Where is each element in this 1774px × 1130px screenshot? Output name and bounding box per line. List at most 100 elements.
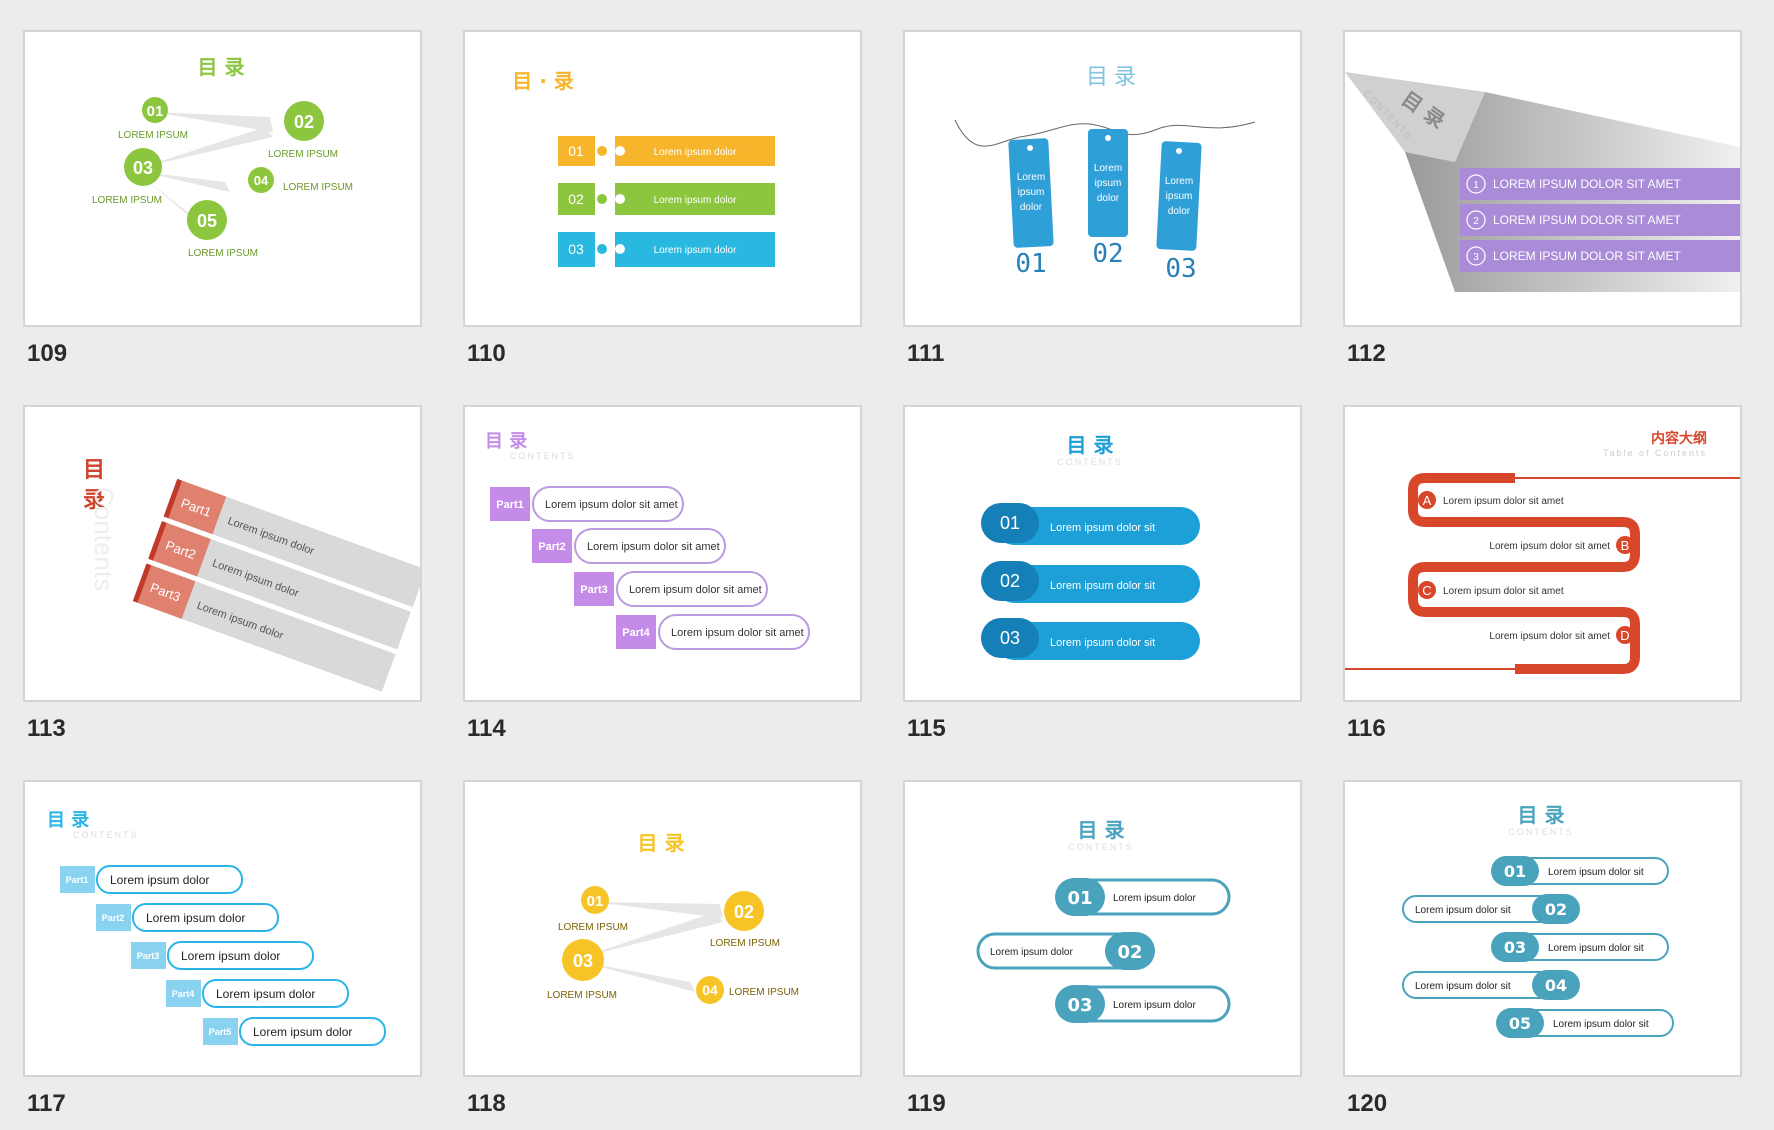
item-number: 04: [1545, 976, 1567, 995]
part-label: Part4: [622, 627, 650, 639]
item-letter: A: [1423, 493, 1432, 508]
item-number: 01: [568, 143, 584, 159]
part-text: Lorem ipsum dolor: [253, 1025, 352, 1039]
part-text: Lorem ipsum dolor: [110, 873, 209, 887]
slide-120-graphic: 目 录 CONTENTS 01 02 03 04 05: [1402, 803, 1674, 1038]
slide-110-graphic: 目 · 录 01 02 03 Lorem ipsum dolor Lorem i…: [512, 69, 775, 267]
part-label: Part5: [209, 1027, 232, 1037]
node-label: 02: [294, 112, 314, 132]
slide-112-graphic: 目 录 CONTENTS 1 2 3 LOREM IPSUM DOLOR SIT…: [1345, 72, 1740, 292]
part-label: Part2: [538, 541, 566, 553]
tag-text: Lorem: [1165, 176, 1193, 187]
item-text: Lorem ipsum dolor: [1113, 893, 1196, 904]
node-label: 01: [147, 103, 164, 120]
node-caption: LOREM IPSUM: [729, 987, 799, 998]
slide-preview: 目 录 CONTENTS 01 02 03 Lorem ipsum dolor …: [903, 780, 1302, 1077]
slide-preview: 目 录 CONTENTS 01 02 03 Lorem ipsum dolor …: [903, 405, 1302, 702]
slide-number: 112: [1347, 340, 1386, 367]
slide-113-graphic: 目 录 Contents Part1 Part2 Part3 Lorem ips…: [83, 458, 420, 692]
tag-number: 03: [1165, 254, 1196, 284]
item-letter: B: [1621, 538, 1630, 553]
item-text: Lorem ipsum dolor sit amet: [1443, 586, 1564, 597]
item-number: 01: [1000, 513, 1020, 533]
part-text: Lorem ipsum dolor sit amet: [545, 499, 678, 511]
slide-preview: 目 录 CONTENTS Part1 Part2 Part3 Part4 Lor…: [463, 405, 862, 702]
slide-114-graphic: 目 录 CONTENTS Part1 Part2 Part3 Part4 Lor…: [485, 431, 810, 650]
part-text: Lorem ipsum dolor: [216, 987, 315, 1001]
slide-number: 109: [27, 340, 68, 367]
item-number: 2: [1473, 216, 1479, 227]
slide-title: 目 · 录: [512, 69, 574, 93]
item-number: 02: [568, 191, 584, 207]
item-number: 03: [1067, 995, 1092, 1016]
item-number: 03: [568, 241, 584, 257]
slide-number: 120: [1347, 1090, 1388, 1117]
slide-preview: 内容大纲 Table of Contents A B C D Lorem ips…: [1343, 405, 1742, 702]
node-label: 01: [587, 893, 604, 910]
slide-preview: 目 录 CONTENTS 1 2 3 LOREM IPSUM DOLOR SIT…: [1343, 30, 1742, 327]
part-label: Part3: [580, 584, 608, 596]
slide-116-graphic: 内容大纲 Table of Contents A B C D Lorem ips…: [1345, 430, 1740, 674]
node-caption: LOREM IPSUM: [558, 922, 628, 933]
item-text: Lorem ipsum dolor sit: [1553, 1019, 1649, 1030]
item-number: 02: [1117, 942, 1142, 963]
item-number: 01: [1504, 862, 1526, 881]
slide-preview: 目 录 01 02 03 04 LOREM IPSUM LOREM IPSUM …: [463, 780, 862, 1077]
tag-text: dolor: [1168, 206, 1191, 217]
slide-preview: 目 录 Lorem ipsum dolor Lorem ipsum dolor …: [903, 30, 1302, 327]
slide-111-graphic: 目 录 Lorem ipsum dolor Lorem ipsum dolor …: [954, 64, 1256, 284]
node-caption: LOREM IPSUM: [283, 182, 353, 193]
node-caption: LOREM IPSUM: [92, 195, 162, 206]
item-text: Lorem ipsum dolor: [654, 245, 737, 256]
item-text: Lorem ipsum dolor sit: [1050, 637, 1155, 649]
slide-preview: 目 录 Contents Part1 Part2 Part3 Lorem ips…: [23, 405, 422, 702]
item-number: 1: [1473, 180, 1479, 191]
tag-text: dolor: [1020, 202, 1043, 213]
slide-title: 目: [83, 458, 105, 483]
slide-subtitle: CONTENTS: [1057, 457, 1123, 467]
slide-subtitle: Table of Contents: [1603, 448, 1707, 458]
slide-title: 录: [83, 488, 105, 513]
part-label: Part4: [172, 989, 195, 999]
part-text: Lorem ipsum dolor sit amet: [671, 627, 804, 639]
slide-preview: 目 录 CONTENTS 01 02 03 04 05: [1343, 780, 1742, 1077]
item-letter: D: [1620, 628, 1629, 643]
slide-subtitle: CONTENTS: [1508, 827, 1574, 837]
node-label: 03: [133, 158, 153, 178]
tag-text: dolor: [1097, 193, 1120, 204]
item-number: 01: [1067, 888, 1092, 909]
slide-118-graphic: 目 录 01 02 03 04 LOREM IPSUM LOREM IPSUM …: [547, 831, 799, 1004]
slide-subtitle: CONTENTS: [510, 451, 576, 461]
part-text: Lorem ipsum dolor: [146, 911, 245, 925]
slide-title: 目 录: [638, 831, 685, 855]
node-label: 03: [573, 951, 593, 971]
slide-number: 119: [907, 1090, 946, 1117]
tag-text: ipsum: [1018, 187, 1045, 198]
item-text: Lorem ipsum dolor sit: [1415, 905, 1511, 916]
slide-title: 内容大纲: [1651, 430, 1707, 447]
tag-text: ipsum: [1166, 191, 1193, 202]
item-text: Lorem ipsum dolor sit: [1548, 867, 1644, 878]
node-caption: LOREM IPSUM: [710, 938, 780, 949]
slide-preview: 目 · 录 01 02 03 Lorem ipsum dolor Lorem i…: [463, 30, 862, 327]
item-text: Lorem ipsum dolor sit: [1548, 943, 1644, 954]
part-label: Part3: [137, 951, 160, 961]
item-number: 05: [1509, 1014, 1531, 1033]
part-label: Part2: [102, 913, 125, 923]
tag-text: ipsum: [1095, 178, 1122, 189]
part-text: Lorem ipsum dolor sit amet: [629, 584, 762, 596]
item-text: Lorem ipsum dolor: [1113, 1000, 1196, 1011]
slide-number: 110: [467, 340, 506, 367]
node-caption: LOREM IPSUM: [118, 130, 188, 141]
part-label: Part1: [66, 875, 89, 885]
slide-number: 116: [1347, 715, 1386, 742]
slide-number: 118: [467, 1090, 506, 1117]
slide-title: 目 录: [1067, 433, 1114, 457]
item-text: Lorem ipsum dolor sit amet: [1489, 631, 1610, 642]
node-caption: LOREM IPSUM: [547, 990, 617, 1001]
slide-title: 目 录: [198, 55, 245, 79]
item-letter: C: [1422, 583, 1431, 598]
slide-watermark: Contents: [89, 487, 119, 591]
slide-title: 目 录: [1518, 803, 1565, 827]
slide-subtitle: CONTENTS: [1068, 842, 1134, 852]
